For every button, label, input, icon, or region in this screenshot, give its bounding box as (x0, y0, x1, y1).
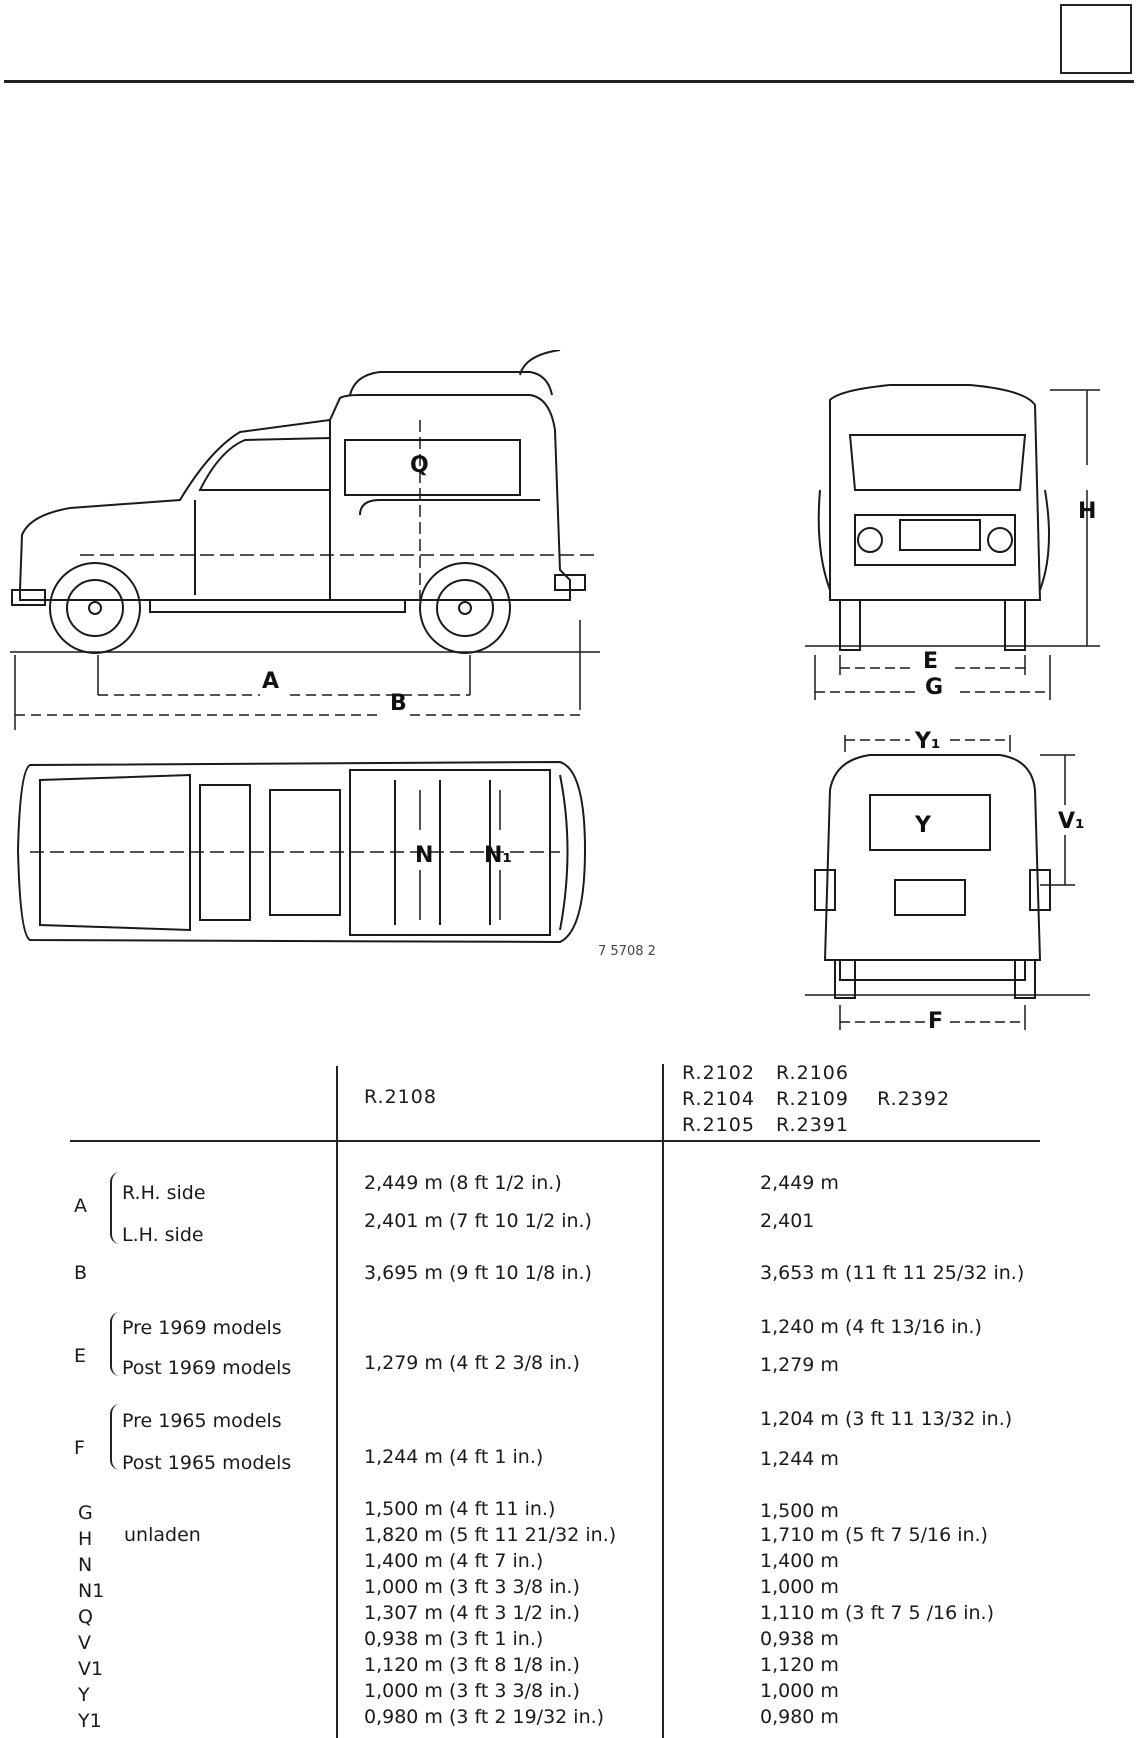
cell-a-rh-c1: 2,449 m (8 ft 1/2 in.) (364, 1172, 562, 1194)
cell-q-c2: 1,110 m (3 ft 7 5 /16 in.) (760, 1602, 995, 1624)
column-divider-1 (336, 1066, 338, 1738)
cell-a-lh-c2: 2,401 (760, 1210, 815, 1232)
cell-y1-c1: 0,980 m (3 ft 2 19/32 in.) (364, 1706, 605, 1728)
cell-a-rh-c2: 2,449 m (760, 1172, 839, 1194)
vehicle-drawings: A B Q V (0, 350, 1138, 1050)
cell-v-c1: 0,938 m (3 ft 1 in.) (364, 1628, 544, 1650)
cell-b-c1: 3,695 m (9 ft 10 1/8 in.) (364, 1262, 592, 1284)
front-view-drawing: H E G (805, 384, 1100, 700)
brace-e (110, 1312, 122, 1376)
cell-y1-c2: 0,980 m (760, 1706, 839, 1728)
cell-h-c1: 1,820 m (5 ft 11 21/32 in.) (364, 1524, 617, 1546)
cell-h-c2: 1,710 m (5 ft 7 5/16 in.) (760, 1524, 988, 1546)
row-letter-b: B (74, 1262, 88, 1284)
dim-label-n: N (415, 843, 433, 868)
header-divider (70, 1140, 1040, 1142)
brace-a (110, 1172, 122, 1244)
cell-y-c1: 1,000 m (3 ft 3 3/8 in.) (364, 1680, 580, 1702)
cell-f-post-c2: 1,244 m (760, 1448, 839, 1470)
cell-g-c2: 1,500 m (760, 1500, 839, 1522)
rear-view-drawing: Y₁ Y V₁ F (805, 730, 1090, 1034)
dimensions-table: R.2108 R.2102 R.2106 R.2104 R.2109 R.239… (0, 1060, 1138, 1738)
row-letter-v: V (78, 1632, 91, 1654)
header-row2: R.2104 R.2109 R.2392 (682, 1088, 951, 1110)
row-letter-v1: V1 (78, 1658, 104, 1680)
column-divider-2 (662, 1064, 664, 1738)
cell-q-c1: 1,307 m (4 ft 3 1/2 in.) (364, 1602, 580, 1624)
cell-n1-c1: 1,000 m (3 ft 3 3/8 in.) (364, 1576, 580, 1598)
row-letter-y: Y (78, 1684, 90, 1706)
row-sub-a-lh: L.H. side (122, 1224, 204, 1246)
cell-f-pre-c2: 1,204 m (3 ft 11 13/32 in.) (760, 1408, 1013, 1430)
dim-label-q: Q (410, 453, 429, 478)
row-letter-n: N (78, 1554, 93, 1576)
dim-label-v1: V₁ (1058, 809, 1085, 834)
cell-f-post-c1: 1,244 m (4 ft 1 in.) (364, 1446, 544, 1468)
row-letter-g: G (78, 1502, 93, 1524)
top-view-drawing: N N₁ 7 5708 2 (16, 760, 656, 959)
dim-label-h: H (1078, 499, 1096, 524)
row-letter-q: Q (78, 1606, 93, 1628)
header-row1: R.2102 R.2106 (682, 1062, 849, 1084)
cell-e-post-c1: 1,279 m (4 ft 2 3/8 in.) (364, 1352, 580, 1374)
cell-g-c1: 1,500 m (4 ft 11 in.) (364, 1498, 556, 1520)
row-letter-y1: Y1 (78, 1710, 102, 1732)
side-view-drawing: A B Q V (10, 350, 600, 730)
dim-label-n1: N₁ (484, 843, 512, 868)
cell-a-lh-c1: 2,401 m (7 ft 10 1/2 in.) (364, 1210, 592, 1232)
cell-v-c2: 0,938 m (760, 1628, 839, 1650)
cell-v1-c2: 1,120 m (760, 1654, 839, 1676)
cell-n-c2: 1,400 m (760, 1550, 839, 1572)
cell-n1-c2: 1,000 m (760, 1576, 839, 1598)
cell-e-post-c2: 1,279 m (760, 1354, 839, 1376)
dim-label-y: Y (914, 813, 932, 838)
dim-label-g: G (925, 675, 943, 700)
cell-n-c1: 1,400 m (4 ft 7 in.) (364, 1550, 544, 1572)
header-rule (4, 80, 1134, 83)
cell-y-c2: 1,000 m (760, 1680, 839, 1702)
cell-e-pre-c2: 1,240 m (4 ft 13/16 in.) (760, 1316, 982, 1338)
row-sub-e-post: Post 1969 models (122, 1357, 292, 1379)
dim-label-b: B (390, 691, 407, 716)
figure-code: 7 5708 2 (598, 944, 656, 959)
page-number-box (1060, 4, 1132, 74)
row-letter-e: E (74, 1345, 87, 1367)
row-sub-e-pre: Pre 1969 models (122, 1317, 282, 1339)
cell-b-c2: 3,653 m (11 ft 11 25/32 in.) (760, 1262, 1025, 1284)
row-letter-f: F (74, 1437, 85, 1459)
row-letter-n1: N1 (78, 1580, 105, 1602)
row-sub-a-rh: R.H. side (122, 1182, 206, 1204)
dim-label-a: A (262, 669, 279, 694)
cell-v1-c1: 1,120 m (3 ft 8 1/8 in.) (364, 1654, 580, 1676)
header-r2108: R.2108 (364, 1086, 437, 1108)
brace-f (110, 1404, 122, 1470)
row-letter-h: H (78, 1528, 93, 1550)
dim-label-f: F (928, 1009, 943, 1034)
row-letter-a: A (74, 1195, 87, 1217)
dim-label-y1: Y₁ (914, 730, 941, 754)
dim-label-e: E (923, 649, 938, 674)
row-sub-f-pre: Pre 1965 models (122, 1410, 282, 1432)
row-sub-h: unladen (124, 1524, 201, 1546)
row-sub-f-post: Post 1965 models (122, 1452, 292, 1474)
header-row3: R.2105 R.2391 (682, 1114, 849, 1136)
